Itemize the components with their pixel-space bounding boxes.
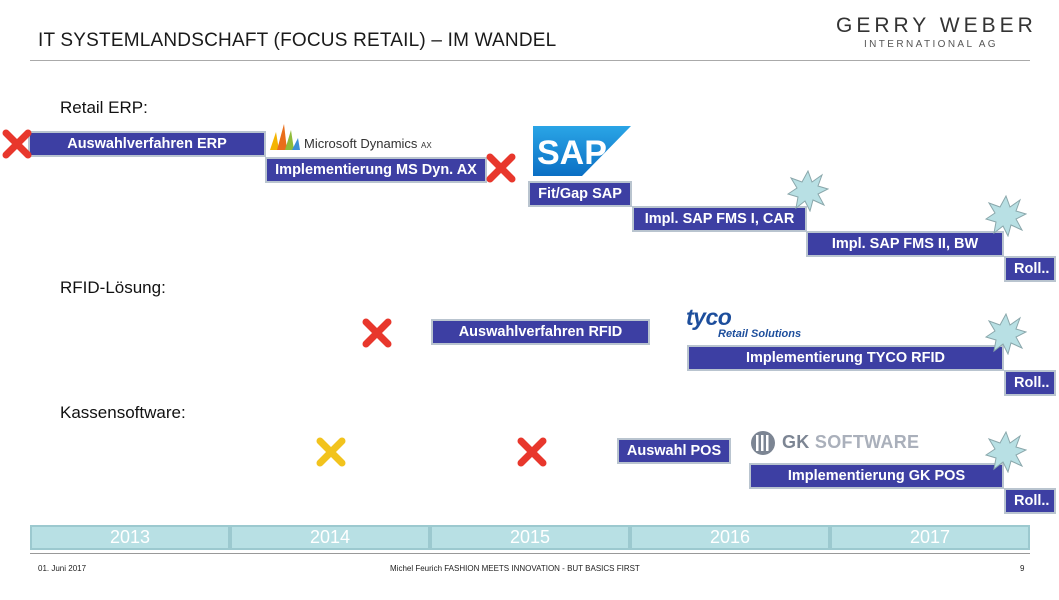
bar-pos-rollout: Roll.. bbox=[1004, 488, 1056, 514]
bar-erp-sap-fms2: Impl. SAP FMS II, BW bbox=[806, 231, 1004, 257]
cancelled-x-icon bbox=[362, 318, 392, 348]
bar-pos-selection: Auswahl POS bbox=[617, 438, 731, 464]
gk-logo-bold: GK bbox=[782, 432, 810, 452]
cancelled-x-icon bbox=[517, 437, 547, 467]
microsoft-dynamics-logo: Microsoft Dynamics AX bbox=[304, 136, 432, 151]
section-label-rfid: RFID-Lösung: bbox=[60, 278, 166, 297]
gk-logo-rest: SOFTWARE bbox=[814, 432, 920, 452]
tyco-logo-subtitle: Retail Solutions bbox=[718, 328, 802, 340]
footer-page-number: 9 bbox=[1020, 564, 1025, 573]
milestone-burst-icon bbox=[985, 313, 1027, 355]
bar-rfid-tyco-implementation: Implementierung TYCO RFID bbox=[687, 345, 1004, 371]
tyco-logo: tyco Retail Solutions bbox=[686, 304, 802, 341]
bar-rfid-selection: Auswahlverfahren RFID bbox=[431, 319, 650, 345]
year-timeline: 2013 2014 2015 2016 2017 bbox=[30, 525, 1030, 550]
bar-erp-sap-fms1: Impl. SAP FMS I, CAR bbox=[632, 206, 807, 232]
timeline-year: 2016 bbox=[630, 525, 830, 550]
timeline-year: 2015 bbox=[430, 525, 630, 550]
company-logo: GERRY WEBER bbox=[836, 14, 1037, 37]
title-divider bbox=[30, 60, 1030, 61]
section-label-erp: Retail ERP: bbox=[60, 98, 148, 117]
page-title: IT SYSTEMLANDSCHAFT (FOCUS RETAIL) – IM … bbox=[38, 30, 557, 51]
section-label-pos: Kassensoftware: bbox=[60, 403, 186, 422]
footer-date: 01. Juni 2017 bbox=[38, 564, 87, 573]
microsoft-dynamics-icon bbox=[270, 124, 300, 150]
cancelled-x-icon bbox=[486, 153, 516, 183]
footer-presenter: Michel Feurich FASHION MEETS INNOVATION … bbox=[390, 564, 640, 573]
milestone-burst-icon bbox=[985, 195, 1027, 237]
bar-erp-fitgap-sap: Fit/Gap SAP bbox=[528, 181, 632, 207]
paused-x-icon bbox=[316, 437, 346, 467]
milestone-burst-icon bbox=[787, 170, 829, 212]
timeline-year: 2014 bbox=[230, 525, 430, 550]
timeline-year: 2013 bbox=[30, 525, 230, 550]
bar-erp-selection: Auswahlverfahren ERP bbox=[28, 131, 266, 157]
company-logo-subtitle: INTERNATIONAL AG bbox=[864, 39, 998, 50]
gk-software-logo: GK SOFTWARE bbox=[782, 432, 919, 453]
sap-logo: SAP bbox=[533, 126, 631, 176]
timeline-year: 2017 bbox=[830, 525, 1030, 550]
bar-rfid-rollout: Roll.. bbox=[1004, 370, 1056, 396]
sap-logo-text: SAP bbox=[537, 134, 607, 172]
bar-erp-rollout: Roll.. bbox=[1004, 256, 1056, 282]
microsoft-dynamics-name: Microsoft Dynamics bbox=[304, 136, 418, 151]
microsoft-dynamics-suffix: AX bbox=[421, 141, 432, 150]
bar-pos-gk-implementation: Implementierung GK POS bbox=[749, 463, 1004, 489]
milestone-burst-icon bbox=[985, 431, 1027, 473]
gk-software-icon bbox=[751, 431, 775, 455]
bar-erp-ms-implementation: Implementierung MS Dyn. AX bbox=[265, 157, 487, 183]
footer-divider bbox=[30, 553, 1030, 554]
cancelled-x-icon bbox=[2, 129, 32, 159]
tyco-logo-text: tyco bbox=[686, 304, 732, 330]
